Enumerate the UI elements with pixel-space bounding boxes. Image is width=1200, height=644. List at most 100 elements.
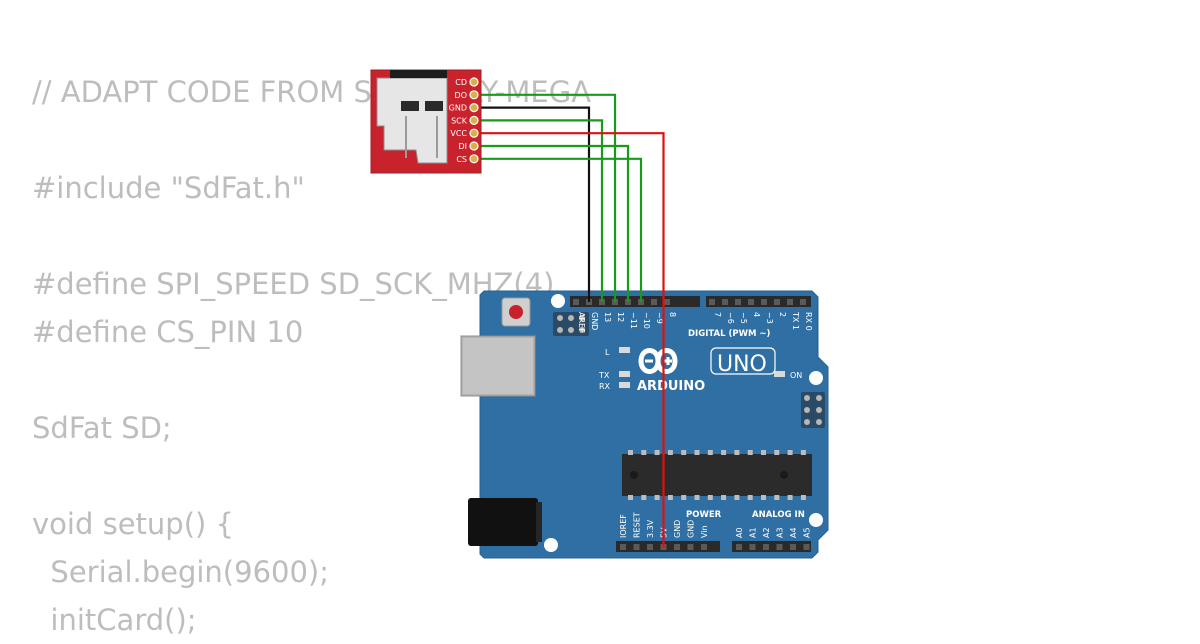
wire-gnd[interactable] [478, 106, 591, 302]
digital-pin-label: 2 [778, 312, 787, 317]
sd-pin[interactable] [469, 141, 479, 151]
power-title: POWER [686, 510, 722, 520]
sd-pin-label: DI [458, 142, 467, 151]
reset-button[interactable] [501, 297, 531, 327]
header-hole[interactable] [674, 544, 680, 550]
chip-pin [721, 450, 727, 455]
header-hole[interactable] [709, 299, 715, 305]
on-led-label: ON [790, 371, 802, 380]
header-hole[interactable] [748, 299, 754, 305]
header-hole[interactable] [633, 544, 640, 550]
digital-pin-label: AREF [577, 312, 586, 333]
analog-pin-label: A1 [749, 527, 758, 538]
chip-pin [628, 450, 633, 455]
code-line: #define SPI_SPEED SD_SCK_MHZ(4) [32, 267, 555, 301]
header-hole[interactable] [647, 544, 653, 550]
arduino-brand-text: ARDUINO [637, 379, 705, 394]
digital-pin-label: ~9 [655, 312, 664, 324]
power-pin-label: IOREF [619, 514, 628, 538]
code-line: SdFat SD; [32, 411, 172, 445]
header-hole[interactable] [736, 544, 742, 550]
header-hole[interactable] [776, 544, 783, 550]
header-hole[interactable] [701, 544, 707, 550]
dc-power-jack [468, 498, 542, 546]
sd-pin[interactable] [469, 128, 479, 138]
digital-pin-label: 7 [713, 312, 722, 317]
header-hole[interactable] [749, 544, 756, 550]
code-line: #define CS_PIN 10 [32, 315, 304, 349]
icsp-header-right [801, 392, 825, 428]
header-hole[interactable] [687, 544, 694, 550]
header-hole[interactable] [763, 544, 769, 550]
chip-pin [707, 495, 713, 500]
sd-pin[interactable] [469, 90, 479, 100]
chip-pin [654, 450, 660, 455]
chip-pin [721, 495, 727, 500]
sd-spring-2 [436, 116, 438, 158]
header-hole[interactable] [722, 299, 728, 305]
header-hole[interactable] [573, 299, 579, 305]
chip-pin [641, 495, 647, 500]
chip-pin [787, 495, 793, 500]
chip-pin [628, 495, 633, 500]
header-hole[interactable] [651, 299, 657, 305]
digital-title: DIGITAL (PWM ~) [688, 329, 770, 339]
wire-cs[interactable] [478, 157, 643, 302]
wire-vcc[interactable] [478, 132, 665, 547]
uno-model-text: UNO [717, 352, 767, 377]
header-hole[interactable] [620, 544, 626, 550]
code-line: #include "SdFat.h" [32, 171, 305, 205]
digital-pin-label: 12 [616, 312, 625, 322]
power-pin-label: RESET [633, 512, 642, 538]
atmega-chip [622, 450, 812, 500]
sd-pin[interactable] [469, 102, 479, 113]
header-hole[interactable] [735, 299, 741, 305]
sd-pin-label: DO [455, 91, 467, 100]
wire-di[interactable] [478, 144, 630, 302]
header-hole[interactable] [774, 299, 780, 305]
sd-pin-label: VCC [450, 129, 467, 138]
led-l-label: L [605, 348, 610, 357]
digital-pin-label: TX 1 [791, 311, 800, 330]
sd-contact-1 [401, 101, 419, 111]
header-hole[interactable] [803, 544, 810, 550]
header-hole[interactable] [790, 544, 796, 550]
arduino-logo-icon [638, 348, 678, 374]
sd-pin-label: GND [449, 104, 467, 113]
chip-pin [761, 450, 766, 455]
wire-do[interactable] [478, 93, 617, 302]
analog-pin-label: A2 [762, 527, 771, 538]
power-pin-label: Vin [700, 525, 709, 538]
sd-contact-2 [425, 101, 443, 111]
power-pin-label: GND [687, 520, 696, 538]
sd-pin[interactable] [469, 77, 479, 87]
chip-pin [747, 495, 753, 500]
digital-pin-label: ~3 [765, 312, 774, 324]
status-leds [619, 347, 785, 388]
sd-pin[interactable] [469, 115, 479, 126]
chip-pin [694, 450, 700, 455]
digital-pin-label: ~10 [642, 312, 651, 329]
sd-spring-1 [405, 116, 407, 158]
header-hole[interactable] [787, 299, 793, 305]
power-pin-label: 3.3V [646, 519, 655, 538]
chip-pin [774, 450, 780, 455]
chip-pin [774, 495, 780, 500]
header-hole[interactable] [761, 299, 767, 305]
header-hole[interactable] [664, 299, 670, 305]
sd-pin[interactable] [469, 154, 479, 164]
chip-pin [681, 450, 687, 455]
chip-pin [654, 495, 660, 500]
code-line: void setup() { [32, 507, 234, 541]
digital-pin-label: ~6 [726, 312, 735, 324]
chip-pin [761, 495, 766, 500]
digital-pin-label: ~5 [739, 312, 748, 324]
sd-pin-label: CD [455, 78, 467, 87]
header-hole[interactable] [800, 299, 806, 305]
chip-pin [734, 450, 740, 455]
led-tx-label: TX [598, 371, 610, 380]
wire-sck[interactable] [478, 119, 604, 302]
